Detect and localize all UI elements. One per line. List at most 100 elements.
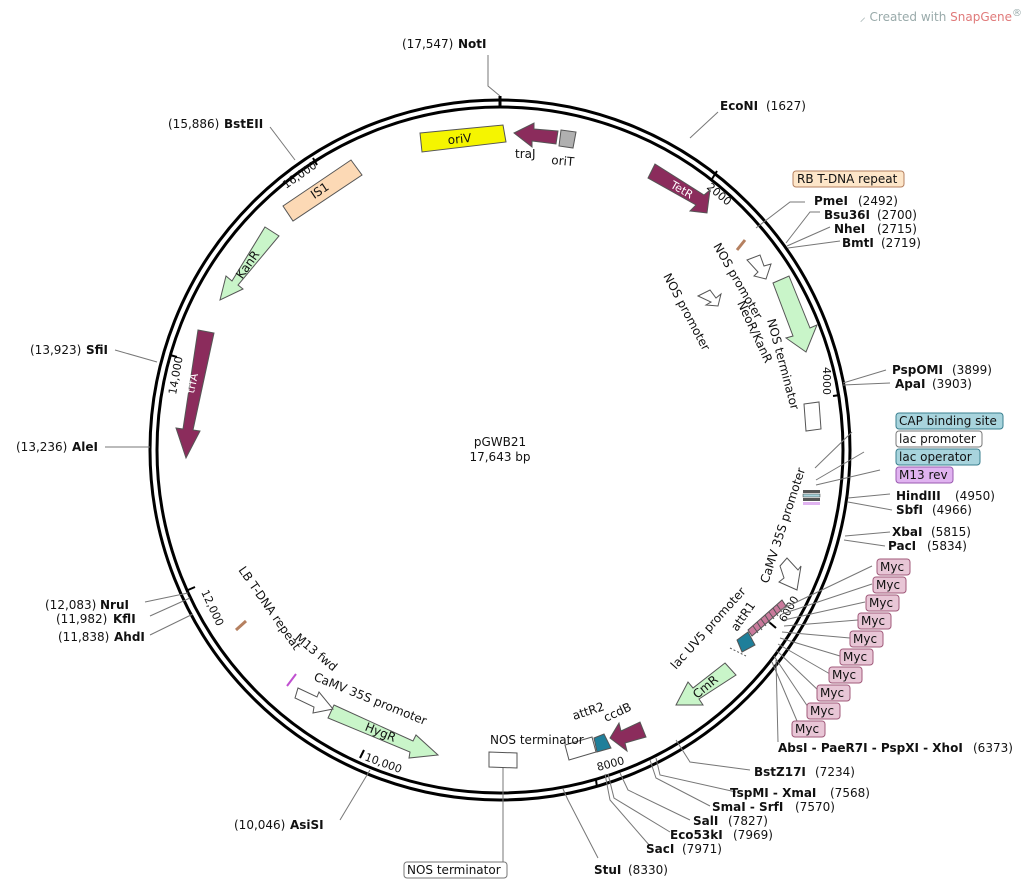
feature-label-ccdB: ccdB — [601, 700, 633, 725]
svg-text:(2719): (2719) — [881, 236, 921, 250]
feature-rb-marker — [735, 239, 747, 251]
label-myc[interactable]: Myc — [839, 648, 874, 666]
site-labels: (17,547)NotI EcoNI (1627) PmeI(2492) Bsu3… — [16, 37, 1013, 877]
site-Eco53kI[interactable]: Eco53kI (7969) — [670, 828, 773, 842]
svg-text:(15,886): (15,886) — [168, 117, 219, 131]
feature-nos-terminator-2: NOS terminator — [490, 733, 597, 761]
svg-text:EcoNI: EcoNI — [720, 99, 758, 113]
site-PmeI[interactable]: PmeI(2492) — [814, 194, 898, 208]
site-BstEII[interactable]: (15,886)BstEII — [168, 117, 263, 131]
label-rb-tdna[interactable]: RB T-DNA repeat — [792, 170, 905, 188]
site-XmaI-group[interactable]: TspMI - XmaI(7568) — [730, 786, 870, 800]
svg-text:(7570): (7570) — [795, 800, 835, 814]
feature-label-nos-promoter-2: NOS promoter — [660, 271, 713, 353]
svg-text:SfiI: SfiI — [86, 343, 108, 357]
label-myc[interactable]: Myc — [816, 684, 851, 702]
svg-text:AleI: AleI — [72, 440, 98, 454]
label-myc[interactable]: Myc — [828, 666, 863, 684]
svg-text:SacI: SacI — [646, 842, 674, 856]
label-m13rev[interactable]: M13 rev — [895, 466, 954, 484]
site-NruI[interactable]: (12,083) NruI — [45, 598, 129, 612]
svg-text:(7971): (7971) — [682, 842, 722, 856]
feature-label-KanR: KanR — [233, 248, 262, 281]
label-myc[interactable]: Myc — [876, 558, 911, 576]
svg-text:(3899): (3899) — [952, 363, 992, 377]
svg-text:(4950): (4950) — [955, 489, 995, 503]
feature-label-trfA: trfA — [184, 372, 201, 395]
label-cap-binding[interactable]: CAP binding site — [895, 412, 1004, 430]
feature-lb: LB T-DNA repeat — [234, 564, 304, 653]
svg-text:NruI: NruI — [100, 598, 129, 612]
svg-text:TspMI - XmaI: TspMI - XmaI — [730, 786, 816, 800]
site-leaders — [105, 55, 893, 862]
svg-text:PmeI: PmeI — [814, 194, 848, 208]
label-myc[interactable]: Myc — [806, 702, 841, 720]
feature-label-nos-terminator-2: NOS terminator — [490, 733, 584, 747]
feature-oriT: oriT — [551, 129, 577, 169]
site-PspOMI[interactable]: PspOMI (3899) — [892, 363, 992, 377]
svg-text:PacI: PacI — [888, 539, 916, 553]
svg-text:XbaI: XbaI — [892, 525, 922, 539]
svg-text:M13 rev: M13 rev — [899, 468, 948, 482]
site-SalI[interactable]: SalI(7827) — [693, 814, 768, 828]
site-EcoNI[interactable]: EcoNI (1627) — [720, 99, 806, 113]
label-myc[interactable]: Myc — [865, 594, 900, 612]
site-AhdI[interactable]: (11,838)AhdI — [58, 630, 145, 644]
site-PacI[interactable]: PacI(5834) — [888, 539, 967, 553]
site-BmtI[interactable]: BmtI(2719) — [842, 236, 921, 250]
site-AleI[interactable]: (13,236)AleI — [16, 440, 98, 454]
feature-CmR: CmR — [675, 662, 737, 706]
plasmid-name: pGWB21 — [474, 435, 526, 449]
site-HindIII[interactable]: HindIII(4950) — [896, 489, 995, 503]
site-NheI[interactable]: NheI(2715) — [834, 222, 917, 236]
feature-nos-terminator-3 — [488, 751, 518, 769]
tick-marks: 2000 4000 6000 8000 10,000 12,000 14,000… — [166, 157, 841, 788]
svg-text:(7969): (7969) — [733, 828, 773, 842]
myc-leaders — [771, 565, 873, 729]
site-XhoI-group[interactable]: AbsI - PaeR7I - PspXI - XhoI(6373) — [778, 741, 1013, 755]
label-myc[interactable]: Myc — [857, 612, 892, 630]
svg-text:Myc: Myc — [861, 614, 885, 628]
svg-text:Myc: Myc — [880, 560, 904, 574]
label-lac-promoter[interactable]: lac promoter — [895, 430, 983, 448]
svg-text:(3903): (3903) — [932, 377, 972, 391]
svg-text:Eco53kI: Eco53kI — [670, 828, 723, 842]
site-NotI[interactable]: (17,547)NotI — [402, 37, 487, 51]
site-SacI[interactable]: SacI (7971) — [646, 842, 722, 856]
svg-text:(7234): (7234) — [815, 765, 855, 779]
site-StuI[interactable]: StuI(8330) — [594, 863, 668, 877]
svg-text:(8330): (8330) — [628, 863, 668, 877]
watermark-icon: ⸝ — [859, 10, 866, 24]
site-KflI[interactable]: (11,982)KflI — [56, 612, 136, 626]
svg-text:(12,083): (12,083) — [45, 598, 96, 612]
feature-label-traJ: traJ — [515, 147, 536, 161]
label-myc[interactable]: Myc — [849, 630, 884, 648]
label-nos-terminator[interactable]: NOS terminator — [403, 861, 508, 879]
svg-text:KflI: KflI — [113, 612, 136, 626]
svg-text:(6373): (6373) — [973, 741, 1013, 755]
site-XbaI[interactable]: XbaI(5815) — [892, 525, 971, 539]
site-SbfI[interactable]: SbfI(4966) — [896, 503, 972, 517]
svg-text:PspOMI: PspOMI — [892, 363, 943, 377]
site-ApaI[interactable]: ApaI (3903) — [895, 377, 972, 391]
svg-text:AhdI: AhdI — [114, 630, 145, 644]
feature-lac-cluster — [802, 490, 821, 505]
feature-oriV: oriV — [419, 124, 507, 153]
site-SfiI[interactable]: (13,923) SfiI — [30, 343, 108, 357]
feature-label-HygR: HygR — [363, 720, 398, 745]
feature-trfA: trfA — [175, 329, 215, 460]
feature-camv-35s-1: CaMV 35S promoter — [758, 466, 808, 591]
label-lac-operator[interactable]: lac operator — [895, 448, 981, 466]
site-Bsu36I[interactable]: Bsu36I(2700) — [824, 208, 917, 222]
site-SrfI-group[interactable]: SmaI - SrfI(7570) — [712, 800, 835, 814]
label-myc[interactable]: Myc — [791, 720, 826, 738]
svg-text:(13,923): (13,923) — [30, 343, 81, 357]
svg-text:(4966): (4966) — [932, 503, 972, 517]
svg-text:BstZ17I: BstZ17I — [754, 765, 806, 779]
label-myc[interactable]: Myc — [872, 576, 907, 594]
svg-text:(1627): (1627) — [766, 99, 806, 113]
svg-text:ApaI: ApaI — [895, 377, 925, 391]
site-AsiSI[interactable]: (10,046)AsiSI — [234, 818, 324, 832]
site-BstZ17I[interactable]: BstZ17I (7234) — [754, 765, 855, 779]
svg-text:CAP binding site: CAP binding site — [899, 414, 997, 428]
